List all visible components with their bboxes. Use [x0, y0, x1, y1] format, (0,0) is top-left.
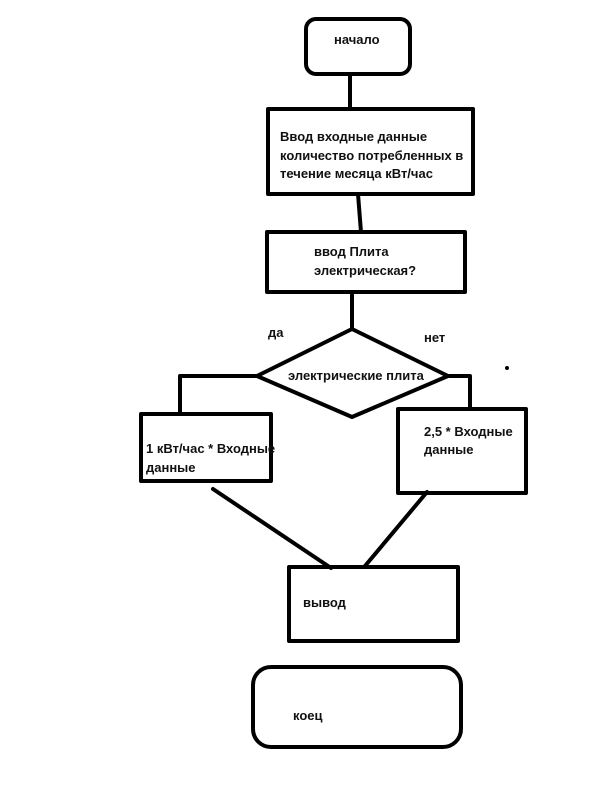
connector-no-branch	[446, 374, 472, 411]
calc-yes-box	[139, 412, 273, 483]
calc-no-box	[396, 407, 528, 495]
calc-yes-line-2: данные	[146, 460, 196, 475]
calc-no-line-1: 2,5 * Входные	[424, 424, 513, 439]
connector-yes-to-output	[211, 487, 333, 570]
stray-dot	[505, 366, 509, 370]
calc-yes-line-1: 1 кВт/час * Входные	[146, 441, 276, 456]
branch-yes-label: да	[268, 325, 284, 340]
input-stove-box	[265, 230, 467, 294]
output-label: вывод	[303, 595, 346, 610]
output-box	[287, 565, 460, 643]
start-label: начало	[334, 32, 380, 47]
input-stove-line-1: ввод Плита	[314, 244, 389, 259]
connector-no-to-output	[363, 490, 429, 568]
end-terminator	[251, 665, 463, 749]
start-terminator	[304, 17, 412, 76]
input-data-line-1: Ввод входные данные	[280, 129, 428, 144]
input-data-line-2: количество потребленных в	[280, 148, 464, 163]
calc-no-line-2: данные	[424, 442, 474, 457]
end-label: коец	[293, 708, 323, 723]
connector-input-to-stove	[356, 192, 363, 234]
branch-no-label: нет	[424, 330, 446, 345]
input-stove-line-2: электрическая?	[314, 263, 417, 278]
input-data-line-3: течение месяца кВт/час	[280, 166, 433, 181]
decision-label: электрические плита	[288, 368, 424, 383]
connector-yes-branch	[178, 374, 259, 416]
decision-diamond	[255, 327, 450, 419]
input-data-box	[266, 107, 475, 196]
